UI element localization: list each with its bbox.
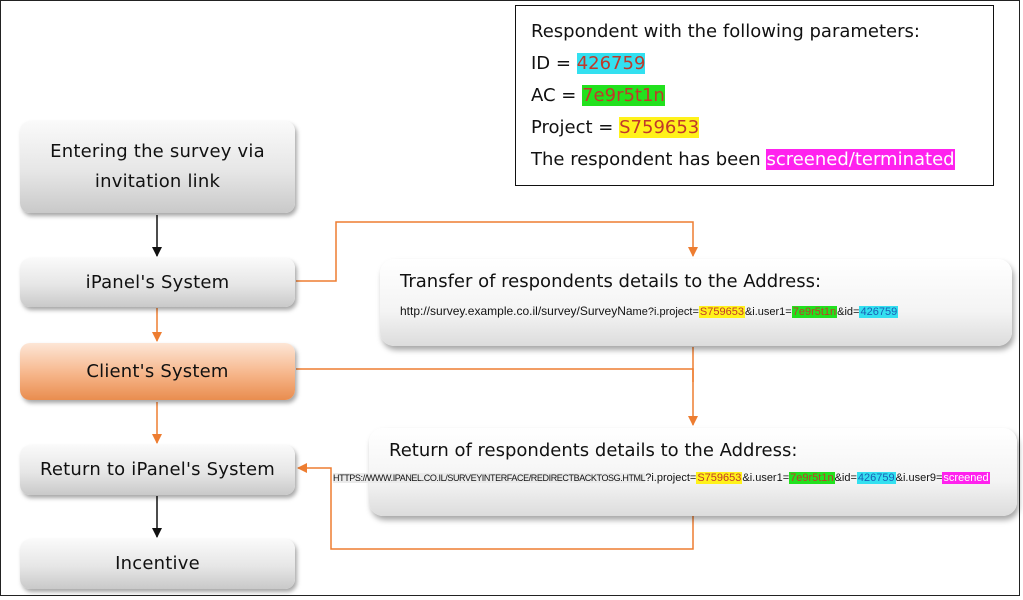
param-ac-row: AC = 7e9r5t1n <box>531 80 978 112</box>
params-heading: Respondent with the following parameters… <box>531 21 920 42</box>
param-ac-value: 7e9r5t1n <box>582 85 665 106</box>
param-status-row: The respondent has been screened/termina… <box>531 144 978 176</box>
return-url-user9-param: &i.user9= <box>895 472 943 484</box>
transfer-url-user1: 7e9r5t1n <box>791 306 838 318</box>
param-id-row: ID = 426759 <box>531 48 978 80</box>
respondent-parameters-box: Respondent with the following parameters… <box>515 5 994 186</box>
param-project-value: S759653 <box>619 117 700 138</box>
return-title: Return of respondents details to the Add… <box>389 440 798 461</box>
return-url-user1-param: &i.user1= <box>742 472 790 484</box>
return-url-project: S759653 <box>696 472 743 484</box>
transfer-url-query: me?i.project= <box>632 306 699 318</box>
incentive-box: Incentive <box>20 539 295 589</box>
client-system-label: Client's System <box>86 360 229 382</box>
return-ipanel-box: Return to iPanel's System <box>20 445 295 495</box>
param-ac-label: AC = <box>531 85 583 106</box>
param-project-row: Project = S759653 <box>531 112 978 144</box>
param-status-label: The respondent has been <box>531 149 767 170</box>
ipanel-system-label: iPanel's System <box>85 271 230 293</box>
transfer-url: http://survey.example.co.il/survey/Surve… <box>400 304 899 318</box>
param-project-label: Project = <box>531 117 620 138</box>
transfer-address-box: Transfer of respondents details to the A… <box>380 259 1012 346</box>
param-id-value: 426759 <box>576 53 646 74</box>
transfer-url-id: 426759 <box>859 306 899 318</box>
transfer-url-user1-param: &i.user1= <box>744 306 792 318</box>
return-ipanel-label: Return to iPanel's System <box>40 459 275 480</box>
return-url-project-param: ?i.project= <box>645 472 697 484</box>
return-url-base: HTTPS://WWW.IPANEL.CO.IL/SURVEYINTERFACE… <box>333 473 646 483</box>
transfer-url-base: http://survey.example.co.il/survey/Surve… <box>400 304 633 318</box>
return-url-id: 426759 <box>856 472 896 484</box>
return-url-user1: 7e9r5t1n <box>789 472 835 484</box>
transfer-url-id-param: &id= <box>837 306 860 318</box>
incentive-label: Incentive <box>115 553 200 574</box>
return-url-id-param: &id= <box>834 472 857 484</box>
param-id-label: ID = <box>531 53 577 74</box>
entering-survey-label: Entering the survey via invitation link <box>50 141 265 192</box>
return-address-box: Return of respondents details to the Add… <box>333 428 1017 516</box>
ipanel-system-box: iPanel's System <box>20 258 295 307</box>
entering-survey-box: Entering the survey via invitation link <box>20 121 295 213</box>
return-url-user9: screened <box>942 472 990 484</box>
client-system-box: Client's System <box>20 343 295 400</box>
transfer-title: Transfer of respondents details to the A… <box>400 271 822 292</box>
param-status-value: screened/terminated <box>766 149 955 170</box>
return-url: HTTPS://WWW.IPANEL.CO.IL/SURVEYINTERFACE… <box>333 472 990 484</box>
transfer-url-project: S759653 <box>698 306 745 318</box>
